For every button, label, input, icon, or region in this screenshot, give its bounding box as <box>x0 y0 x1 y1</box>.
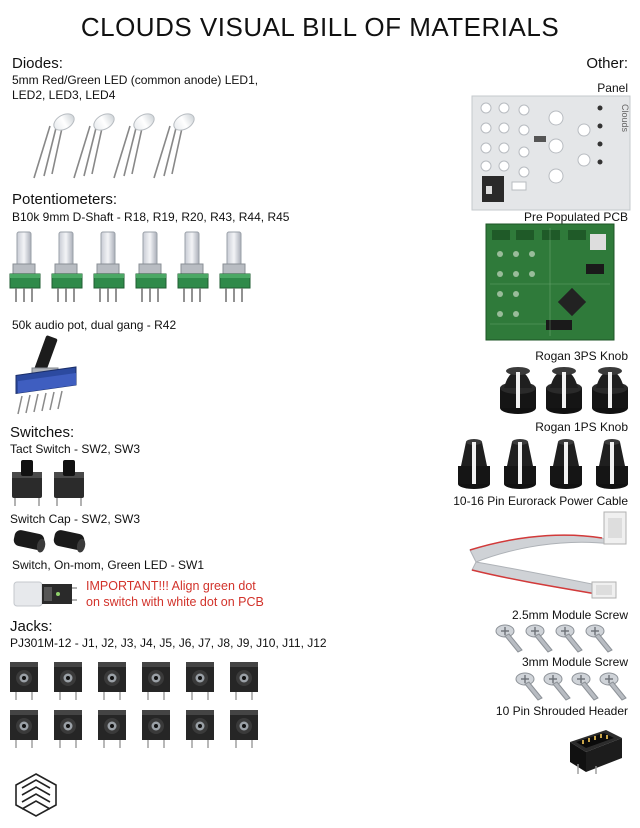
jack-icon <box>9 661 39 701</box>
jacks-heading: Jacks: <box>10 618 53 635</box>
dual-pot-image <box>15 335 77 415</box>
tact-switch-images <box>12 460 84 506</box>
switch-cap-icon <box>53 530 86 553</box>
brand-logo-icon <box>15 773 57 817</box>
screw3-label: 3mm Module Screw <box>521 655 628 669</box>
pot-icon <box>135 231 167 303</box>
led-icon <box>73 113 115 179</box>
jack-icon <box>141 709 171 749</box>
jack-icon <box>53 661 83 701</box>
pots-desc: B10k 9mm D-Shaft - R18, R19, R20, R43, R… <box>12 210 290 224</box>
tact-switch-icon <box>54 460 84 506</box>
knob3-images <box>500 367 628 414</box>
screw-icon <box>515 672 543 701</box>
jack-images <box>9 661 259 749</box>
led-switch-desc: Switch, On-mom, Green LED - SW1 <box>12 558 205 572</box>
screw3-images <box>515 672 627 701</box>
screw-icon <box>555 624 583 653</box>
knob3-label: Rogan 3PS Knob <box>535 349 628 363</box>
pot-dual-desc: 50k audio pot, dual gang - R42 <box>12 318 177 332</box>
panel-brand: Clouds <box>620 104 630 133</box>
jack-icon <box>53 709 83 749</box>
screw-icon <box>525 624 553 653</box>
led-icon <box>113 113 155 179</box>
header-label: 10 Pin Shrouded Header <box>495 704 628 718</box>
shrouded-header-image <box>570 730 622 774</box>
knob-icon <box>500 367 536 414</box>
screw-icon <box>585 624 613 653</box>
screw25-images <box>495 624 613 653</box>
knob1-label: Rogan 1PS Knob <box>535 420 628 434</box>
jacks-desc: PJ301M-12 - J1, J2, J3, J4, J5, J6, J7, … <box>10 636 327 650</box>
pot-images <box>9 231 251 303</box>
screw-icon <box>571 672 599 701</box>
led-switch-image <box>13 581 77 607</box>
jack-icon <box>229 709 259 749</box>
jack-icon <box>185 661 215 701</box>
jack-icon <box>97 709 127 749</box>
switch-cap-icon <box>13 530 46 553</box>
led-icon <box>153 113 195 179</box>
jack-icon <box>97 661 127 701</box>
panel-image: Clouds <box>471 95 631 211</box>
knob-icon <box>550 439 582 489</box>
cap-desc: Switch Cap - SW2, SW3 <box>10 512 141 526</box>
led-images <box>33 113 195 179</box>
jack-icon <box>185 709 215 749</box>
knob1-images <box>458 439 628 489</box>
important-note-line1: IMPORTANT!!! Align green dot <box>86 579 256 593</box>
screw-icon <box>543 672 571 701</box>
panel-label: Panel <box>597 81 628 95</box>
other-heading: Other: <box>586 55 628 72</box>
tact-desc: Tact Switch - SW2, SW3 <box>10 442 141 456</box>
led-icon <box>33 113 75 179</box>
pcb-label: Pre Populated PCB <box>523 210 628 224</box>
diodes-heading: Diodes: <box>12 55 63 72</box>
pot-icon <box>219 231 251 303</box>
jack-icon <box>229 661 259 701</box>
page-title: CLOUDS VISUAL BILL OF MATERIALS <box>80 12 560 42</box>
pot-icon <box>9 231 41 303</box>
switches-heading: Switches: <box>10 424 75 441</box>
knob-icon <box>504 439 536 489</box>
jack-icon <box>9 709 39 749</box>
knob-icon <box>592 367 628 414</box>
pot-icon <box>51 231 83 303</box>
ribbon-cable-image <box>469 511 627 599</box>
diodes-desc-line2: LED2, LED3, LED4 <box>12 88 116 102</box>
cable-label: 10-16 Pin Eurorack Power Cable <box>453 494 628 508</box>
diodes-desc-line1: 5mm Red/Green LED (common anode) LED1, <box>12 73 259 87</box>
jack-icon <box>141 661 171 701</box>
knob-icon <box>596 439 628 489</box>
pot-icon <box>177 231 209 303</box>
important-note-line2: on switch with white dot on PCB <box>86 595 264 609</box>
knob-icon <box>546 367 582 414</box>
pot-icon <box>93 231 125 303</box>
screw-icon <box>495 624 523 653</box>
screw-icon <box>599 672 627 701</box>
screw25-label: 2.5mm Module Screw <box>511 608 628 622</box>
knob-icon <box>458 439 490 489</box>
pots-heading: Potentiometers: <box>12 191 118 208</box>
tact-switch-icon <box>12 460 42 506</box>
pcb-image <box>485 223 615 341</box>
switch-cap-images <box>13 530 86 553</box>
